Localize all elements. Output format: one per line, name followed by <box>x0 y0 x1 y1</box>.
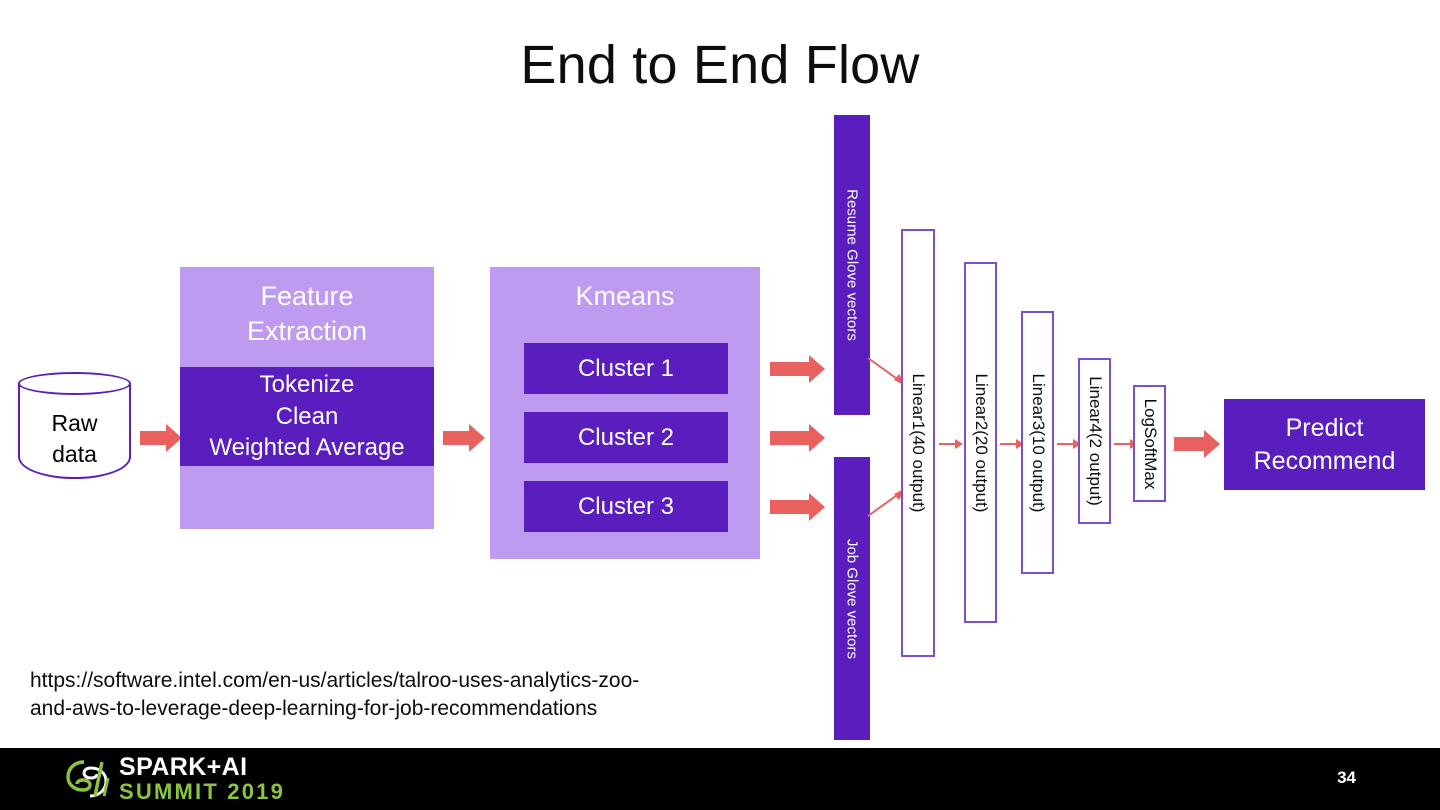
arrow-shaft <box>770 431 809 445</box>
raw-data-label-line2: data <box>52 441 97 468</box>
predict-recommend-box: Predict Recommend <box>1224 399 1425 490</box>
resume-glove-vectors-bar: Resume Glove vectors <box>834 115 870 415</box>
arrow-head <box>1073 439 1081 449</box>
footer-bar <box>0 748 1440 810</box>
job-glove-vectors-bar: Job Glove vectors <box>834 457 870 740</box>
arrow-head <box>809 424 825 452</box>
cluster-box-1: Cluster 1 <box>524 343 728 394</box>
logo-line-summit-2019: SUMMIT 2019 <box>119 779 286 805</box>
logo-wordmark: SPARK+AI SUMMIT 2019 <box>119 752 286 805</box>
arrow-head <box>166 424 182 452</box>
arrow-shaft <box>140 431 166 445</box>
source-url-line2: and-aws-to-leverage-deep-learning-for-jo… <box>30 697 598 721</box>
layer-label-linear2: Linear2(20 output) <box>971 373 991 512</box>
arrow-linear1-to-linear2 <box>939 438 963 450</box>
arrow-head <box>1016 439 1024 449</box>
feature-extraction-title-line1: Feature <box>260 281 354 311</box>
raw-data-label-line1: Raw <box>51 410 98 436</box>
arrow-shaft <box>939 443 955 445</box>
arrow-shaft <box>1000 443 1016 445</box>
cylinder-top-ellipse-icon <box>18 372 131 395</box>
cluster-label-2: Cluster 2 <box>577 423 675 451</box>
job-glove-vectors-label: Job Glove vectors <box>843 538 861 659</box>
arrow-head <box>469 424 485 452</box>
recommend-label: Recommend <box>1253 446 1396 475</box>
arrow-shaft <box>1057 443 1073 445</box>
feature-step-tokenize: Tokenize <box>259 370 355 398</box>
predict-label: Predict <box>1285 414 1364 442</box>
feature-step-clean: Clean <box>275 402 339 430</box>
layer-box-linear4: Linear4(2 output) <box>1078 358 1111 524</box>
feature-extraction-title-line2: Extraction <box>246 315 368 346</box>
spark-ai-summit-logo: SPARK+AI SUMMIT 2019 <box>64 754 285 804</box>
logo-line-spark-ai: SPARK+AI <box>119 752 248 781</box>
arrow-logsoftmax-to-predict <box>1174 430 1220 458</box>
arrow-head <box>809 355 825 383</box>
arrow-shaft <box>1174 437 1204 451</box>
feature-step-weighted-average: Weighted Average <box>209 434 405 462</box>
layer-box-linear1: Linear1(40 output) <box>901 229 935 657</box>
arrow-cluster1-to-vectors <box>770 355 825 383</box>
source-url-line1: https://software.intel.com/en-us/article… <box>30 669 640 692</box>
arrow-shaft <box>770 362 809 376</box>
arrow-shaft <box>770 500 809 514</box>
feature-extraction-steps: Tokenize Clean Weighted Average <box>180 367 434 466</box>
arrow-head <box>1204 430 1220 458</box>
kmeans-panel: Kmeans Cluster 1 Cluster 2 Cluster 3 <box>490 267 760 559</box>
raw-data-label: Raw data <box>18 408 131 470</box>
resume-glove-vectors-label: Resume Glove vectors <box>843 189 861 341</box>
layer-label-linear4: Linear4(2 output) <box>1085 376 1105 506</box>
raw-data-cylinder: Raw data <box>18 372 131 490</box>
arrow-feature-to-kmeans <box>443 424 485 452</box>
arrow-shaft <box>443 431 469 445</box>
layer-box-linear3: Linear3(10 output) <box>1021 311 1054 574</box>
layer-label-logsoftmax: LogSoftMax <box>1140 398 1160 489</box>
arrow-shaft <box>1114 443 1130 445</box>
layer-label-linear1: Linear1(40 output) <box>909 373 928 513</box>
feature-extraction-panel: Feature Extraction Tokenize Clean Weight… <box>180 267 434 529</box>
cluster-box-3: Cluster 3 <box>524 481 728 532</box>
arrow-head <box>955 439 963 449</box>
arrow-cluster3-to-vectors <box>770 493 825 521</box>
layer-box-linear2: Linear2(20 output) <box>964 262 997 623</box>
cluster-label-3: Cluster 3 <box>577 492 675 520</box>
layer-label-linear3: Linear3(10 output) <box>1028 373 1048 512</box>
source-url[interactable]: https://software.intel.com/en-us/article… <box>30 667 790 724</box>
arrow-head <box>809 493 825 521</box>
arrow-raw-to-feature <box>140 424 182 452</box>
kmeans-title: Kmeans <box>575 281 675 311</box>
layer-box-logsoftmax: LogSoftMax <box>1133 385 1166 502</box>
page-number: 34 <box>1337 768 1356 787</box>
arrow-cluster2-to-vectors <box>770 424 825 452</box>
arrow-linear2-to-linear3 <box>1000 438 1024 450</box>
cluster-box-2: Cluster 2 <box>524 412 728 463</box>
feature-extraction-title: Feature Extraction <box>180 279 434 348</box>
cylinder-body-icon <box>18 383 131 479</box>
spark-summit-logo-mark-icon <box>66 760 110 798</box>
cluster-label-1: Cluster 1 <box>577 354 675 382</box>
arrow-linear3-to-linear4 <box>1057 438 1081 450</box>
page-title: End to End Flow <box>520 35 920 95</box>
